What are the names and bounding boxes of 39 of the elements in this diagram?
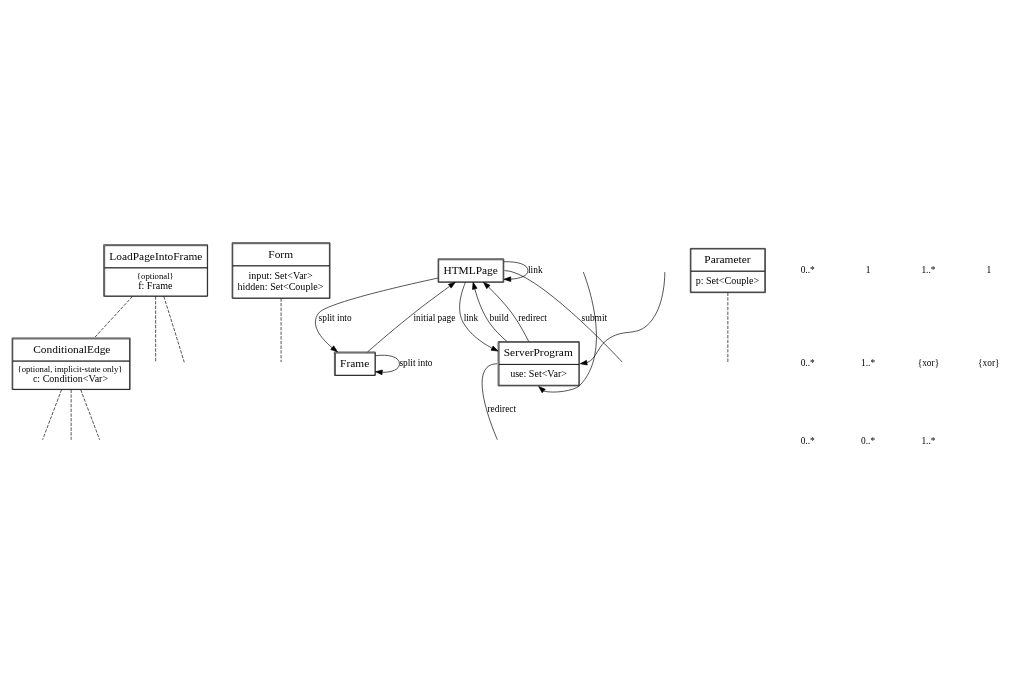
label: 1	[985, 265, 991, 275]
edge-label: build	[488, 312, 509, 323]
connector	[93, 296, 133, 339]
label: 0..*	[860, 435, 875, 446]
connector	[162, 296, 185, 363]
arrow	[366, 281, 456, 353]
label: 0..*	[800, 435, 815, 446]
label: {xor}	[917, 358, 939, 369]
connector	[727, 292, 728, 363]
connector	[79, 389, 100, 441]
arrow	[458, 282, 498, 352]
label: 1..*	[860, 358, 875, 369]
label: 1	[865, 265, 870, 275]
connector	[154, 296, 156, 363]
connector	[503, 270, 623, 363]
connector	[41, 389, 62, 441]
arrow	[471, 282, 507, 342]
connector	[481, 363, 498, 441]
connector	[70, 389, 71, 441]
label: 0..*	[800, 358, 815, 369]
connector	[280, 298, 281, 363]
edge-label: split into	[318, 312, 352, 323]
arrow	[579, 271, 665, 366]
arrow	[314, 277, 438, 353]
edge-label: link	[527, 265, 543, 275]
edge-label: submit	[581, 312, 607, 323]
arrow	[482, 281, 529, 342]
edge-label: redirect	[517, 312, 547, 323]
edge-label: redirect	[486, 403, 516, 414]
edge-label: split into	[398, 358, 432, 369]
label: {xor}	[977, 358, 1000, 369]
edge-label: initial page	[412, 312, 455, 323]
label: 1..*	[920, 435, 935, 446]
arrow	[537, 271, 597, 394]
arrow	[374, 354, 400, 375]
arrow	[503, 261, 528, 282]
label: 1..*	[920, 265, 935, 275]
label: 0..*	[800, 265, 815, 275]
edge-label: link	[463, 312, 478, 323]
